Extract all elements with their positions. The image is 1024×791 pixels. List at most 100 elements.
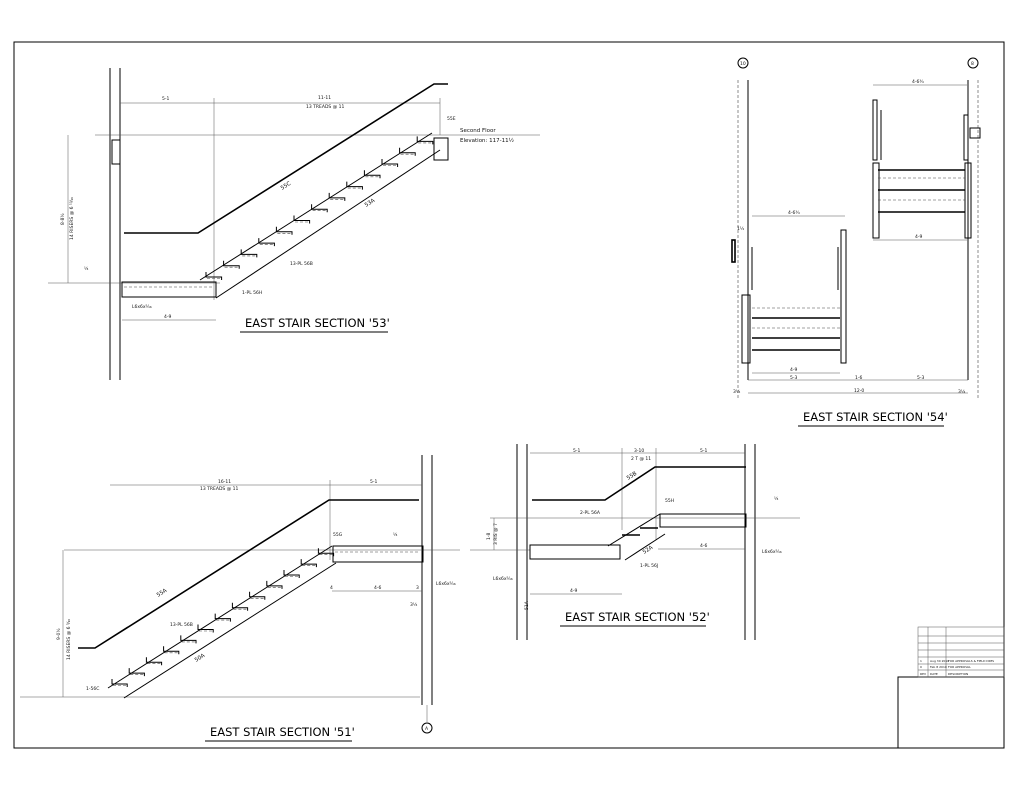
stair-tread [346, 181, 363, 190]
rail-mark: 55A [156, 588, 169, 599]
stringer-bottom [624, 533, 666, 561]
stair-tread [399, 147, 416, 156]
section-title: EAST STAIR SECTION '51' [210, 725, 355, 739]
dim-label: 4-6 [700, 543, 707, 549]
plate-mark: 2-PL 56A [580, 510, 601, 516]
dim-label: 3¼ [410, 602, 418, 608]
dim-label: 3¼ [733, 389, 741, 395]
stair-tread [197, 624, 214, 633]
title-block-outline [897, 676, 1004, 748]
stair-tread [300, 559, 317, 568]
angle-label: L6x6x⁵⁄₁₆ [132, 304, 152, 310]
rev-1-desc: FOR APPROVALS & FIELD DIMS [948, 659, 994, 663]
wall-mark: 51A [524, 600, 530, 610]
tread-mark: 13-PL 56B [170, 622, 193, 628]
dim-label: 5-1 [162, 96, 169, 102]
piece-mark: 55E [447, 116, 456, 122]
grid-bubble [421, 722, 433, 734]
grid-label: 10 [740, 61, 746, 67]
rev-0-date: Feb 8 2010 [930, 665, 947, 669]
stair-tread [180, 635, 197, 644]
stair-tread [275, 226, 293, 235]
treads-label: 13 TREADS @ 11 [306, 104, 344, 110]
dim-label: 4-9 [790, 367, 797, 373]
grid-label: A [425, 726, 429, 732]
dim-label: 5-1 [700, 448, 707, 454]
dim-label: 16-11 [218, 479, 231, 485]
stair-tread [317, 548, 335, 557]
stair-tread [416, 136, 434, 145]
rail-mark: 55B [626, 471, 639, 482]
dim-label: 1-6 [855, 375, 862, 381]
section-52: 5-1 3-10 2 T @ 11 5-1 1-8 3 RIS @ 7 55B … [470, 444, 800, 640]
dim-label: 4-6 [374, 585, 381, 591]
stair-tread [145, 657, 163, 666]
section-title: EAST STAIR SECTION '53' [245, 316, 390, 330]
stair-tread [311, 204, 328, 213]
stair-tread [231, 602, 249, 611]
dim-label: 12-0 [854, 388, 864, 394]
dim-label: 3¼ [958, 389, 966, 395]
stair-tread [381, 159, 399, 167]
stair-tread [214, 613, 231, 622]
stair-treads [111, 548, 335, 687]
section-54: 10 8 4-6¾ 4-6¾ 4-9 4-9 5-3 1-6 5-3 12-0 [731, 57, 981, 427]
handrail [124, 83, 448, 234]
dim-label: 11-11 [318, 95, 331, 101]
rise-label: 8-8½ [59, 213, 66, 225]
angle-label: L6x6x⁵⁄₁₆ [493, 576, 513, 582]
base-mark: 1-56C [86, 686, 99, 692]
tread-mark: 13-PL 56B [290, 261, 313, 267]
grid-bubble [967, 57, 979, 69]
handrail [532, 466, 746, 501]
rail-mark: 55C [280, 181, 293, 192]
rev-0-desc: FOR APPROVAL [948, 665, 971, 669]
weld-symbol: ¼ [774, 496, 779, 502]
stair-tread [293, 215, 311, 224]
stair-tread [223, 260, 240, 269]
dim-label: 5-1 [370, 479, 377, 485]
rev-header: REV [920, 672, 927, 676]
stair-tread [205, 272, 223, 280]
stringer-top [199, 132, 433, 281]
dim-label: 5-3 [917, 375, 924, 381]
piece-mark: 55H [665, 498, 674, 504]
stair-tread [363, 170, 381, 179]
landing-low [529, 544, 621, 560]
stair-tread [128, 668, 145, 677]
section-51: A 16-11 13 TREADS @ 11 5-1 9-0½ 14 RISER… [20, 455, 460, 742]
connection-plate [433, 137, 449, 161]
stringer-bottom [123, 562, 337, 699]
dim-label: 4-9 [915, 234, 922, 240]
stair-tread [163, 646, 180, 655]
stair-tread [266, 580, 283, 589]
landing [332, 545, 424, 563]
date-header: DATE [930, 672, 938, 676]
treads-label: 13 TREADS @ 11 [200, 486, 238, 492]
risers-label: 14 RISERS @ 6 ¹³⁄₁₆ [69, 197, 75, 240]
dim-label: 1½ [737, 225, 745, 232]
section-53: 5-1 11-11 13 TREADS @ 11 Second Floor El… [48, 68, 540, 380]
landing [121, 281, 217, 298]
elevation-label: Elevation: 117-11½ [460, 137, 514, 144]
weld-symbol: ¼ [393, 532, 398, 538]
angle-label: L6x6x⁵⁄₁₆ [762, 549, 782, 555]
dim-label: 4-6¾ [912, 79, 924, 85]
piece-mark: 55G [333, 532, 343, 538]
weld-symbol: ¼ [84, 266, 89, 272]
handrail [78, 499, 419, 649]
grid-bubble [737, 57, 749, 69]
floor-label: Second Floor [460, 128, 496, 134]
dim-label: 4-9 [164, 314, 171, 320]
stair-tread [258, 238, 275, 247]
stair-treads [205, 136, 434, 280]
stringer-mark: 50A [194, 653, 207, 664]
dim-label: 4-9 [570, 588, 577, 594]
risers-label: 14 RISERS @ 6 ⁵⁄₁₆ [66, 619, 72, 660]
treads-label: 2 T @ 11 [631, 456, 651, 462]
stair-tread [111, 679, 128, 687]
dim-label: 4 [330, 585, 333, 591]
risers-label: 3 RIS @ 7 [493, 523, 499, 545]
plate-mark: 1-PL 56H [242, 290, 262, 296]
stringer-mark: 52A [642, 545, 655, 556]
